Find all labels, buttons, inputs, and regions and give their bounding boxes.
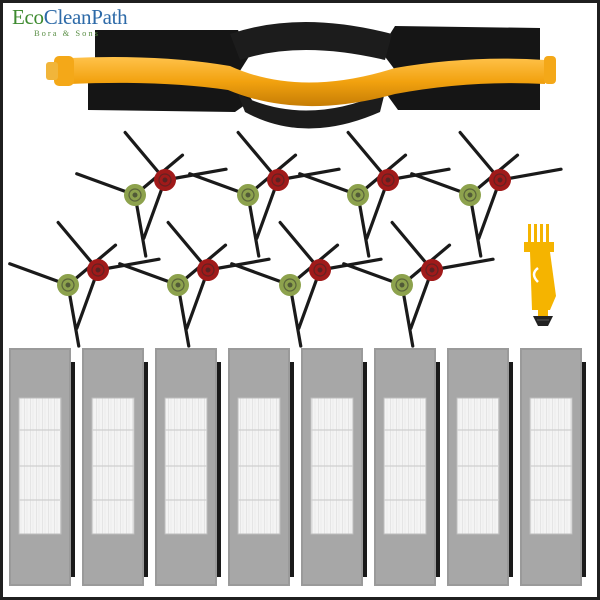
side-brush-icon: [458, 130, 563, 240]
main-brush-icon: [46, 22, 556, 129]
side-brush-icon: [390, 220, 495, 330]
hepa-filter-icon: [447, 348, 513, 586]
cleaning-tool-icon: [524, 224, 556, 326]
side-brush-icon: [346, 130, 451, 240]
logo-tagline: Bora & Sons: [34, 28, 100, 38]
side-brush-icon: [8, 243, 118, 348]
side-brush-icon: [166, 220, 271, 330]
hepa-filter-icon: [301, 348, 367, 586]
logo-name-part1: Eco: [12, 5, 44, 29]
side-brush-icon: [118, 243, 228, 348]
hepa-filter-icon: [374, 348, 440, 586]
side-brush-icon: [56, 220, 161, 330]
hepa-filter-icon: [228, 348, 294, 586]
logo-name-part2: CleanPath: [43, 5, 128, 29]
brand-logo: EcoCleanPath Bora & Sons: [12, 6, 162, 46]
side-brush-icon: [236, 130, 341, 240]
hepa-filter-icon: [155, 348, 221, 586]
hepa-filter-icon: [82, 348, 148, 586]
hepa-filter-icon: [520, 348, 586, 586]
side-brush-icon: [123, 130, 228, 240]
hepa-filter-icon: [9, 348, 75, 586]
side-brush-icon: [278, 220, 383, 330]
